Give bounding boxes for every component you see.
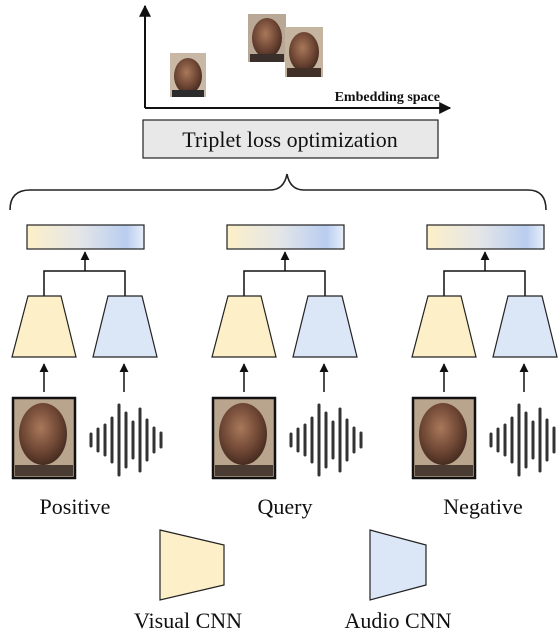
visual-cnn-query [211,295,277,358]
audio-cnn-negative [492,295,558,358]
visual-cnn-negative [411,295,477,358]
branch-label-positive: Positive [40,494,111,519]
face-thumbnail-negative-embedded [285,27,323,77]
branch-label-query: Query [258,494,313,519]
embedding-vector-positive [26,224,145,250]
embedding-vector-query [226,224,345,250]
fusion-connector-negative [443,270,526,296]
legend-audio-cnn-shape [369,529,427,601]
fusion-connector-query [243,270,326,296]
legend-visual-cnn-shape [159,529,225,601]
triplet-loss-label: Triplet loss optimization [182,127,398,152]
face-head-positive [19,403,67,465]
branch-label-negative: Negative [443,494,522,519]
grouping-brace [9,173,547,211]
face-clothing-positive [15,465,73,476]
face-head-negative [419,403,467,465]
embedding-vector-negative [426,224,545,250]
face-head-query [219,403,267,465]
audio-cnn-positive [92,295,158,358]
visual-cnn-positive [11,295,77,358]
embedding-space-plot: Embedding space [139,4,452,114]
face-clothing-query [215,465,273,476]
face-thumbnail-query-embedded [248,14,286,62]
fusion-connector-positive [43,270,126,296]
face-clothing-negative [415,465,473,476]
embedding-space-label: Embedding space [335,90,440,105]
audio-cnn-query [292,295,358,358]
legend-audio-cnn-label: Audio CNN [345,608,452,633]
face-thumbnail-positive-embedded [170,53,206,97]
triplet-loss-box [142,119,439,159]
legend-visual-cnn-label: Visual CNN [134,608,242,633]
